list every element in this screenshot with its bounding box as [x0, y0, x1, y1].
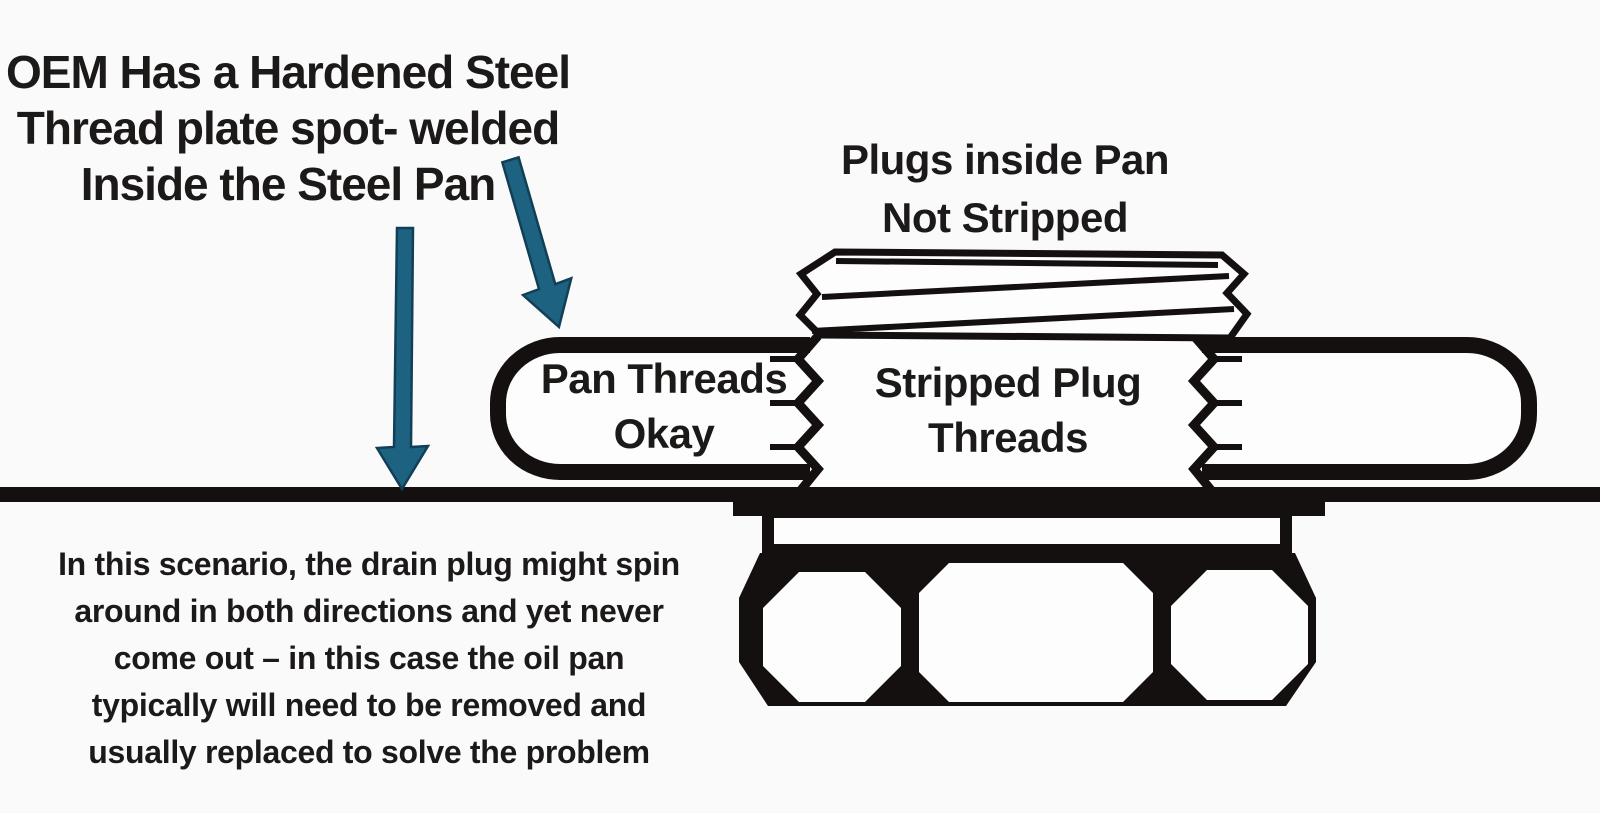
diagonal-down-right-arrow-icon — [500, 155, 574, 330]
hex-facet-left — [763, 572, 901, 702]
heading-oem-thread-plate: OEM Has a Hardened Steel Thread plate sp… — [0, 44, 576, 212]
label-line: Stripped Plug — [874, 359, 1142, 406]
heading-line: Thread plate spot- welded — [16, 102, 560, 154]
washer-top-bar — [733, 492, 1325, 516]
drain-plug-hex-head — [739, 553, 1316, 706]
label-pan-threads-okay: Pan Threads Okay — [514, 351, 814, 461]
footer-line: In this scenario, the drain plug might s… — [58, 546, 680, 582]
label-plugs-inside-pan: Plugs inside Pan Not Stripped — [790, 131, 1220, 247]
down-arrow-icon — [374, 226, 431, 492]
stripped-thread-zigzags — [770, 333, 1242, 493]
label-line: Threads — [928, 414, 1088, 461]
label-line: Plugs inside Pan — [840, 136, 1170, 183]
washer-face — [774, 518, 1280, 544]
heading-line: OEM Has a Hardened Steel — [6, 46, 571, 98]
footer-line: usually replaced to solve the problem — [88, 734, 650, 770]
thread-band-ridges — [811, 258, 1235, 334]
footer-line: typically will need to be removed and — [91, 687, 647, 723]
label-line: Okay — [613, 410, 715, 457]
thread-tick-marks — [770, 356, 1242, 450]
hex-facet-center — [919, 563, 1153, 702]
footer-line: around in both directions and yet never — [74, 593, 664, 629]
label-line: Not Stripped — [882, 194, 1128, 241]
label-stripped-plug-threads: Stripped Plug Threads — [820, 355, 1196, 465]
washer — [733, 492, 1325, 556]
zigzag-right — [1187, 333, 1221, 493]
footer-scenario-description: In this scenario, the drain plug might s… — [8, 541, 730, 776]
zigzag-left — [791, 333, 825, 493]
footer-line: come out – in this case the oil pan — [113, 640, 625, 676]
plug-threads-top — [795, 248, 1252, 342]
plug-shaft — [810, 331, 1202, 487]
heading-line: Inside the Steel Pan — [80, 158, 497, 210]
label-line: Pan Threads — [540, 355, 788, 402]
hex-facet-right — [1171, 570, 1308, 700]
